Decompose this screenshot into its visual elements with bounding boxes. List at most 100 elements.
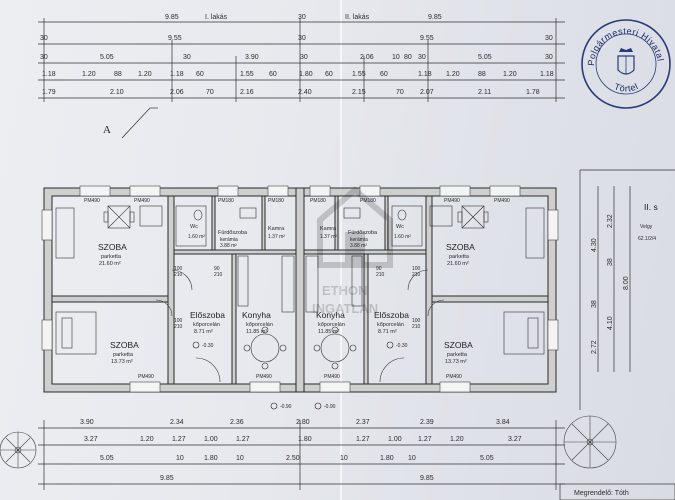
svg-text:1.80: 1.80 [298,436,312,443]
svg-text:210: 210 [412,272,421,278]
svg-text:PM490: PM490 [134,198,150,204]
svg-text:8.00: 8.00 [623,276,630,290]
svg-text:100: 100 [174,318,183,324]
svg-text:30: 30 [418,54,426,61]
svg-text:5.05: 5.05 [100,54,114,61]
dim-flat-2: 9.85 [428,14,442,21]
room-konyha-left: Konyha kőporcelán 11.85 m² [242,310,273,335]
room-furdo-left: Fürdőszoba kerámia 3.88 m² [218,230,248,249]
svg-text:-0.90: -0.90 [324,404,336,410]
svg-text:80: 80 [404,54,412,61]
svg-text:5.05: 5.05 [100,455,114,462]
flat-1-label: I. lakás [205,14,228,21]
svg-text:210: 210 [412,324,421,330]
room-eloszoba-left: Előszoba kőporcelán 8.71 m² [190,310,225,335]
svg-text:210: 210 [376,272,385,278]
svg-text:88: 88 [478,71,486,78]
svg-text:3.88 m²: 3.88 m² [220,243,237,249]
official-stamp: Polgármesteri Hivatal Törtel [581,19,671,109]
flat-2-label: II. lakás [345,14,370,21]
svg-text:2.07: 2.07 [420,89,434,96]
svg-text:PM180: PM180 [218,198,234,204]
svg-text:2.50: 2.50 [286,455,300,462]
tree-symbols [0,415,617,469]
building-walls [43,187,557,393]
svg-text:Törtel: Törtel [613,81,640,94]
svg-text:-0.90: -0.90 [280,404,292,410]
title-block: Megrendelő: Tóth [559,483,675,500]
level-marks: -0.30 -0.30 -0.90 -0.90 [192,341,408,410]
svg-text:9.85: 9.85 [420,475,434,482]
svg-text:1.78: 1.78 [526,89,540,96]
dim-row-3: 1.18 1.20 88 1.20 1.18 60 1.55 60 1.80 6… [42,71,554,78]
svg-text:3.90: 3.90 [80,419,94,426]
svg-text:10: 10 [176,455,184,462]
svg-text:11.85 m²: 11.85 m² [246,329,267,335]
svg-text:1.60 m²: 1.60 m² [394,234,411,240]
svg-text:PM490: PM490 [84,198,100,204]
svg-text:1.27: 1.27 [418,436,432,443]
room-konyha-right: Konyha kőporcelán 11.85 m² [316,310,345,335]
svg-text:3.88 m²: 3.88 m² [350,243,367,249]
svg-text:Velgy: Velgy [640,224,653,230]
svg-text:Előszoba: Előszoba [374,310,409,320]
svg-text:2.11: 2.11 [478,89,491,96]
svg-text:210: 210 [174,272,183,278]
svg-text:-0.30: -0.30 [202,343,214,349]
svg-text:2.36: 2.36 [230,419,244,426]
svg-text:4.30: 4.30 [591,238,598,252]
svg-text:2.80: 2.80 [296,419,310,426]
svg-text:parketta: parketta [449,254,470,260]
bottom-dimensions: 3.90 2.34 2.36 2.80 2.37 2.39 3.84 3.27 … [38,419,565,490]
svg-text:9.55: 9.55 [420,35,434,42]
svg-text:10: 10 [408,455,416,462]
svg-text:38: 38 [607,258,614,266]
svg-text:38: 38 [591,300,598,308]
svg-text:1.20: 1.20 [140,436,154,443]
svg-text:88: 88 [114,71,122,78]
svg-text:8.71 m²: 8.71 m² [378,329,397,335]
room-szoba-bottom-left: SZOBA parketta 13.73 m² [110,340,139,365]
svg-text:PM490: PM490 [256,374,272,380]
svg-text:kerámia: kerámia [350,237,368,243]
svg-text:1.20: 1.20 [503,71,517,78]
dim-row-4: 1.79 2.10 2.06 70 2.16 2.40 2.15 70 2.07… [42,89,540,96]
dim-row-2: 30 5.05 30 3.90 30 2.06 10 80 30 5.05 30 [40,54,553,61]
svg-text:11.85 m²: 11.85 m² [318,329,339,335]
svg-text:1.18: 1.18 [170,71,184,78]
svg-text:2.37: 2.37 [356,419,370,426]
svg-text:1.80: 1.80 [204,455,218,462]
svg-text:1.80: 1.80 [299,71,313,78]
svg-text:210: 210 [214,272,223,278]
svg-text:13.73 m²: 13.73 m² [445,359,467,365]
svg-text:13.73 m²: 13.73 m² [111,359,133,365]
svg-text:II. s: II. s [644,202,658,212]
svg-text:9.85: 9.85 [160,475,174,482]
svg-text:2.34: 2.34 [170,419,184,426]
svg-text:1.80: 1.80 [380,455,394,462]
opening-labels: 100 210 100 210 90 210 90 210 100 210 10… [174,266,421,330]
coat-of-arms-icon [617,48,635,75]
svg-text:3.90: 3.90 [245,54,259,61]
svg-text:2.16: 2.16 [240,89,254,96]
room-szoba-bottom-right: SZOBA parketta 13.73 m² [444,340,473,365]
svg-text:Konyha: Konyha [316,310,345,320]
room-kamra-left: Kamra 1.37 m² [268,226,285,240]
dim-mid: 30 [298,14,306,21]
svg-text:Wc: Wc [190,224,198,230]
svg-text:Konyha: Konyha [242,310,271,320]
svg-text:1.37 m²: 1.37 m² [320,234,337,240]
svg-text:30: 30 [545,35,553,42]
room-wc-right: Wc 1.60 m² [394,224,411,240]
svg-text:70: 70 [396,89,404,96]
svg-text:1.00: 1.00 [204,436,218,443]
svg-text:kőporcelán: kőporcelán [193,322,220,328]
svg-text:100: 100 [174,266,183,272]
svg-text:1.27: 1.27 [172,436,186,443]
svg-text:62.1/2/4: 62.1/2/4 [638,236,656,242]
svg-text:10: 10 [340,455,348,462]
svg-text:100: 100 [412,318,421,324]
svg-text:2.40: 2.40 [298,89,312,96]
window-labels: PM490 PM490 PM180 PM180 PM180 PM180 PM49… [84,198,510,380]
svg-text:1.20: 1.20 [450,436,464,443]
